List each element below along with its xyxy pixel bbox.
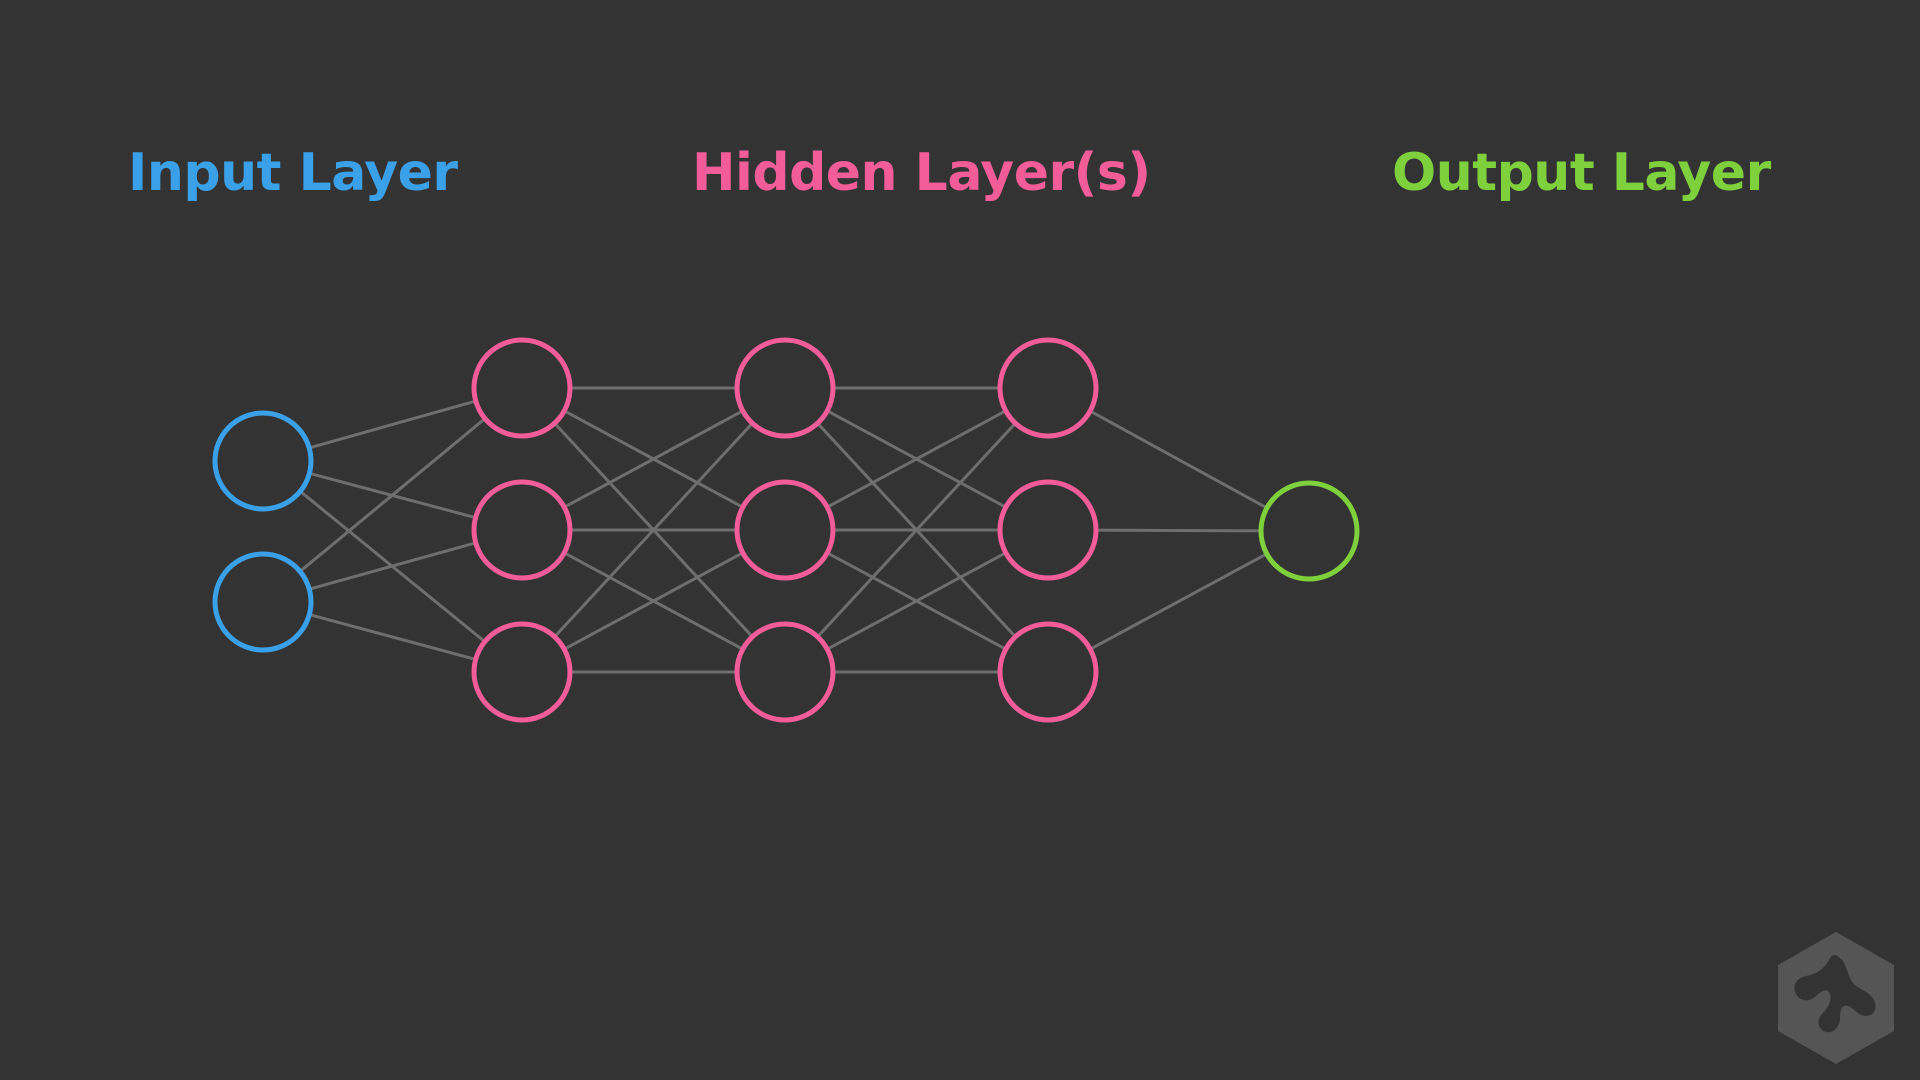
node-hidden-2-1 [734,337,836,439]
node-hidden-3-1 [997,337,1099,439]
node-hidden-1-1 [471,337,573,439]
connection-edge [308,541,477,591]
node-hidden-3-2 [997,479,1099,581]
connection-edge [826,409,1007,509]
connection-edge [299,417,486,573]
connection-edge [816,422,1017,638]
connection-edges [299,386,1268,674]
node-hidden-1-3 [471,621,573,723]
connection-edge [1089,409,1268,510]
watermark-logo [1778,932,1894,1064]
node-output-1 [1258,480,1360,582]
node-hidden-2-3 [734,621,836,723]
node-hidden-3-3 [997,621,1099,723]
connection-edge [1089,552,1268,651]
connection-edge [1095,528,1262,533]
node-hidden-2-2 [734,479,836,581]
connection-edge [308,613,477,661]
neuron-icon [1794,955,1876,1033]
node-input-1 [212,410,314,512]
connection-edge [563,409,744,509]
network-nodes [212,337,1360,723]
connection-edge [308,399,477,450]
node-input-2 [212,551,314,653]
connection-edge [826,551,1007,651]
connection-edge [563,551,744,651]
connection-edge [553,422,754,638]
node-hidden-1-2 [471,479,573,581]
